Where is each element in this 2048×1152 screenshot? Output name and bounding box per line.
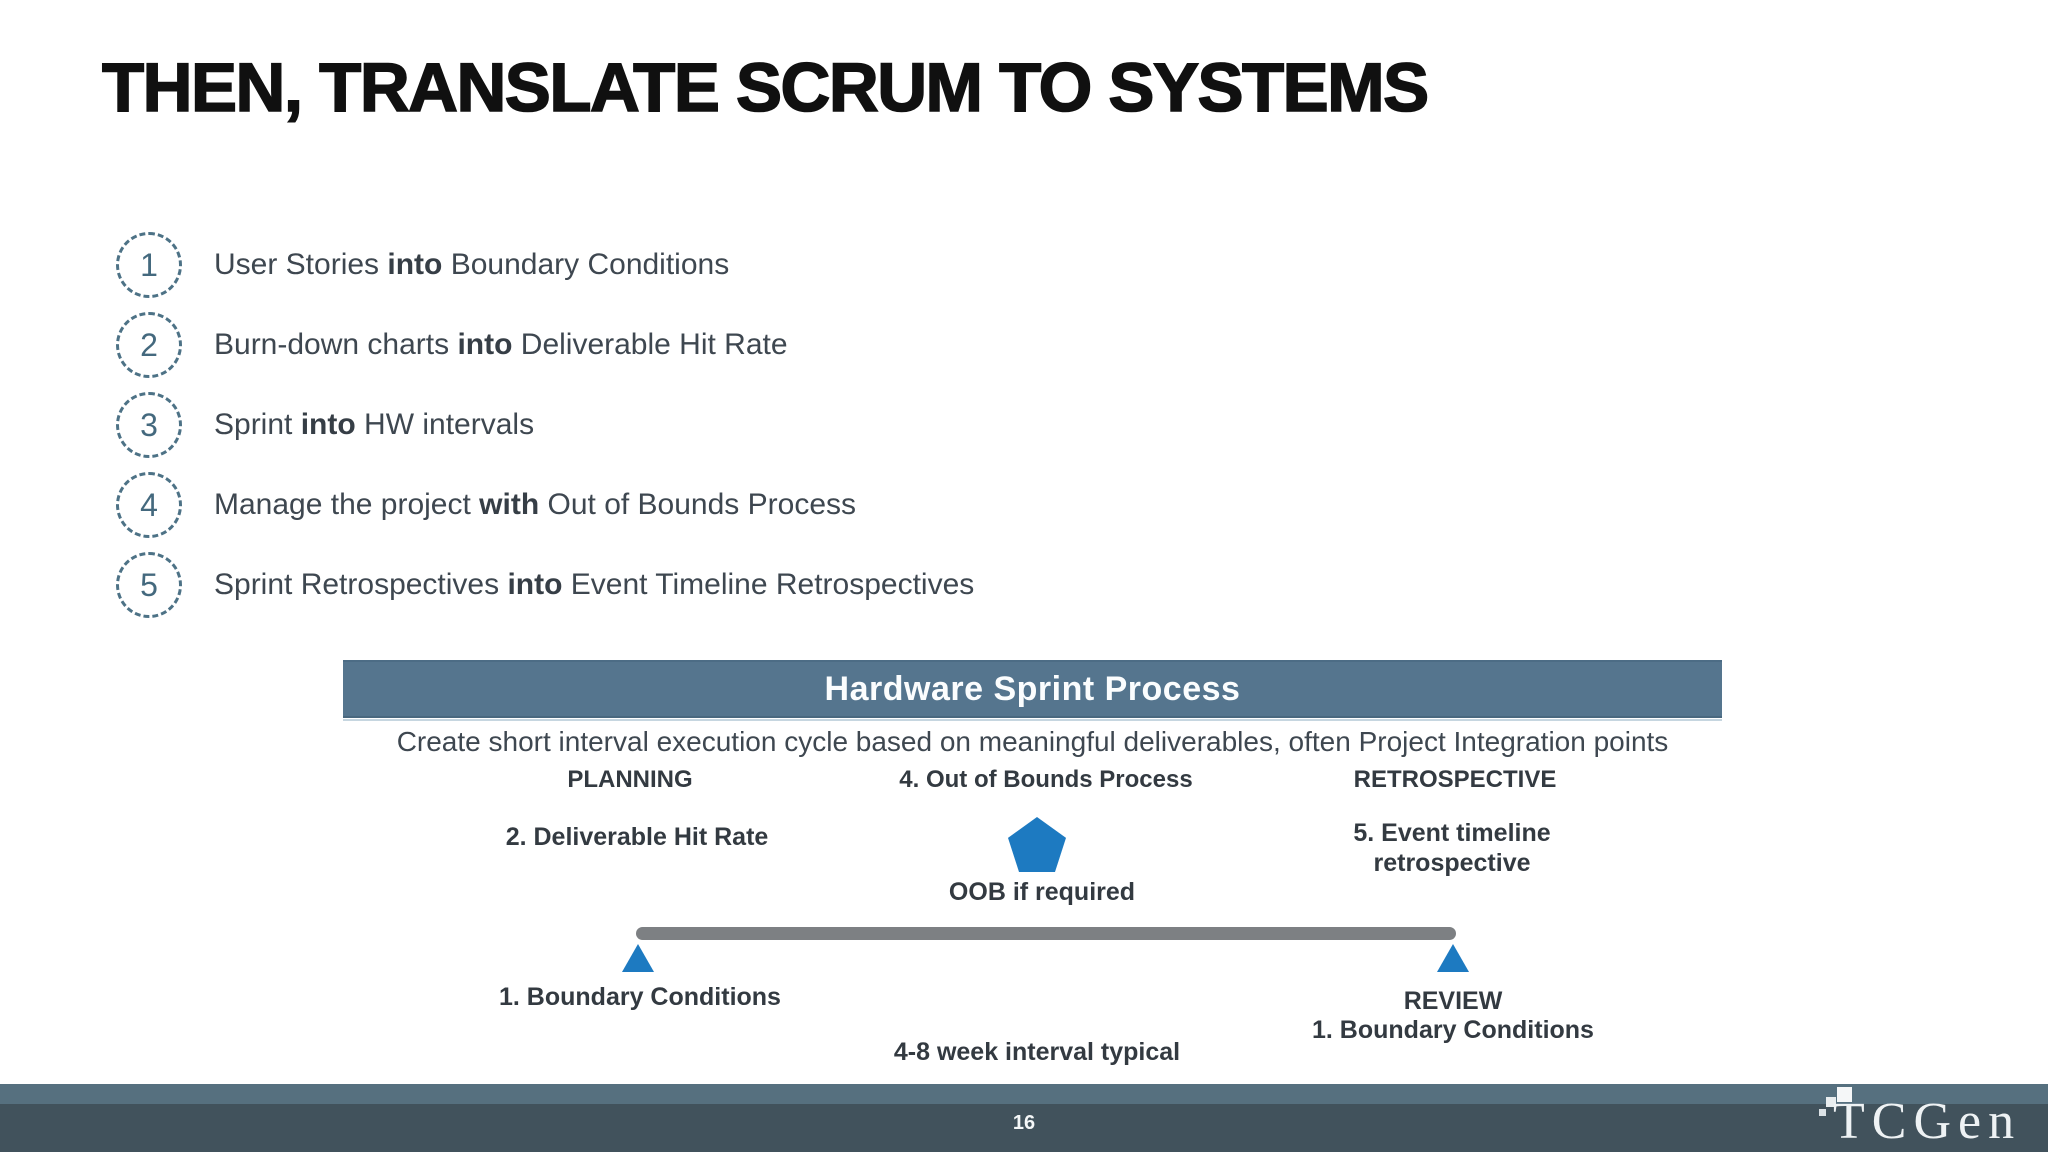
event-timeline-line1: 5. Event timeline (1353, 819, 1551, 847)
item-text-post: Boundary Conditions (442, 248, 730, 281)
logo-square-large (1837, 1087, 1852, 1102)
item-text-bold: into (457, 328, 513, 361)
footer-light-band (0, 1084, 2048, 1104)
slide-title: THEN, TRANSLATE SCRUM TO SYSTEMS (101, 48, 1430, 127)
diagram-header-bar: Hardware Sprint Process (343, 660, 1722, 718)
list-item: 4 Manage the project with Out of Bounds … (116, 465, 974, 545)
item-text-post: Deliverable Hit Rate (512, 328, 788, 361)
step-number: 3 (140, 406, 158, 443)
boundary-conditions-right-line: 1. Boundary Conditions (1312, 1016, 1594, 1044)
list-item: 2 Burn-down charts into Deliverable Hit … (116, 305, 974, 385)
item-text-bold: into (507, 568, 563, 601)
list-item: 3 Sprint into HW intervals (116, 385, 974, 465)
review-line: REVIEW (1403, 987, 1503, 1015)
triangle-marker-right (1437, 944, 1469, 972)
list-item: 5 Sprint Retrospectives into Event Timel… (116, 545, 974, 625)
item-text-bold: into (387, 248, 443, 281)
step-number-circle: 5 (116, 552, 182, 618)
translation-list: 1 User Stories into Boundary Conditions … (116, 225, 974, 625)
label-review-block: REVIEW 1. Boundary Conditions (1253, 987, 1653, 1045)
list-item-text: User Stories into Boundary Conditions (214, 248, 729, 282)
item-text-post: Event Timeline Retrospectives (562, 568, 975, 601)
step-number: 2 (140, 326, 158, 363)
pentagon-oob-icon (1008, 817, 1066, 872)
item-text-pre: Burn-down charts (214, 328, 458, 361)
step-number: 1 (140, 246, 158, 283)
footer-dark-band (0, 1104, 2048, 1152)
step-number: 5 (140, 566, 158, 603)
step-number-circle: 1 (116, 232, 182, 298)
logo-square-small (1819, 1109, 1826, 1116)
label-deliverable-hit-rate: 2. Deliverable Hit Rate (505, 823, 769, 851)
item-text-post: Out of Bounds Process (539, 488, 857, 521)
item-text-pre: Sprint (214, 408, 301, 441)
item-text-pre: Manage the project (214, 488, 480, 521)
item-text-bold: into (300, 408, 356, 441)
item-text-pre: User Stories (214, 248, 388, 281)
step-number-circle: 3 (116, 392, 182, 458)
list-item-text: Sprint into HW intervals (214, 408, 534, 442)
list-item-text: Sprint Retrospectives into Event Timelin… (214, 568, 974, 602)
step-number-circle: 4 (116, 472, 182, 538)
list-item-text: Burn-down charts into Deliverable Hit Ra… (214, 328, 788, 362)
column-header-out-of-bounds: 4. Out of Bounds Process (899, 766, 1193, 793)
diagram-subtitle: Create short interval execution cycle ba… (396, 726, 1669, 757)
label-oob-if-required: OOB if required (948, 878, 1136, 906)
item-text-post: HW intervals (355, 408, 535, 441)
diagram-title: Hardware Sprint Process (824, 669, 1241, 708)
column-header-retrospective: RETROSPECTIVE (1353, 766, 1557, 793)
list-item-text: Manage the project with Out of Bounds Pr… (214, 488, 856, 522)
triangle-marker-left (622, 944, 654, 972)
step-number-circle: 2 (116, 312, 182, 378)
diagram-header-divider (343, 719, 1722, 721)
step-number: 4 (140, 486, 158, 523)
page-number: 16 (1012, 1112, 1036, 1134)
item-text-pre: Sprint Retrospectives (214, 568, 508, 601)
logo-square-medium (1826, 1097, 1836, 1107)
event-timeline-line2: retrospective (1373, 849, 1531, 877)
tcgen-logo: TCGen (1833, 1093, 2022, 1150)
item-text-bold: with (479, 488, 540, 521)
label-interval-note: 4-8 week interval typical (893, 1038, 1181, 1066)
column-header-planning: PLANNING (567, 766, 693, 793)
list-item: 1 User Stories into Boundary Conditions (116, 225, 974, 305)
label-event-timeline-retrospective: 5. Event timeline retrospective (1302, 818, 1602, 878)
sprint-timeline-bar (636, 927, 1456, 940)
label-boundary-conditions-left: 1. Boundary Conditions (499, 983, 781, 1011)
